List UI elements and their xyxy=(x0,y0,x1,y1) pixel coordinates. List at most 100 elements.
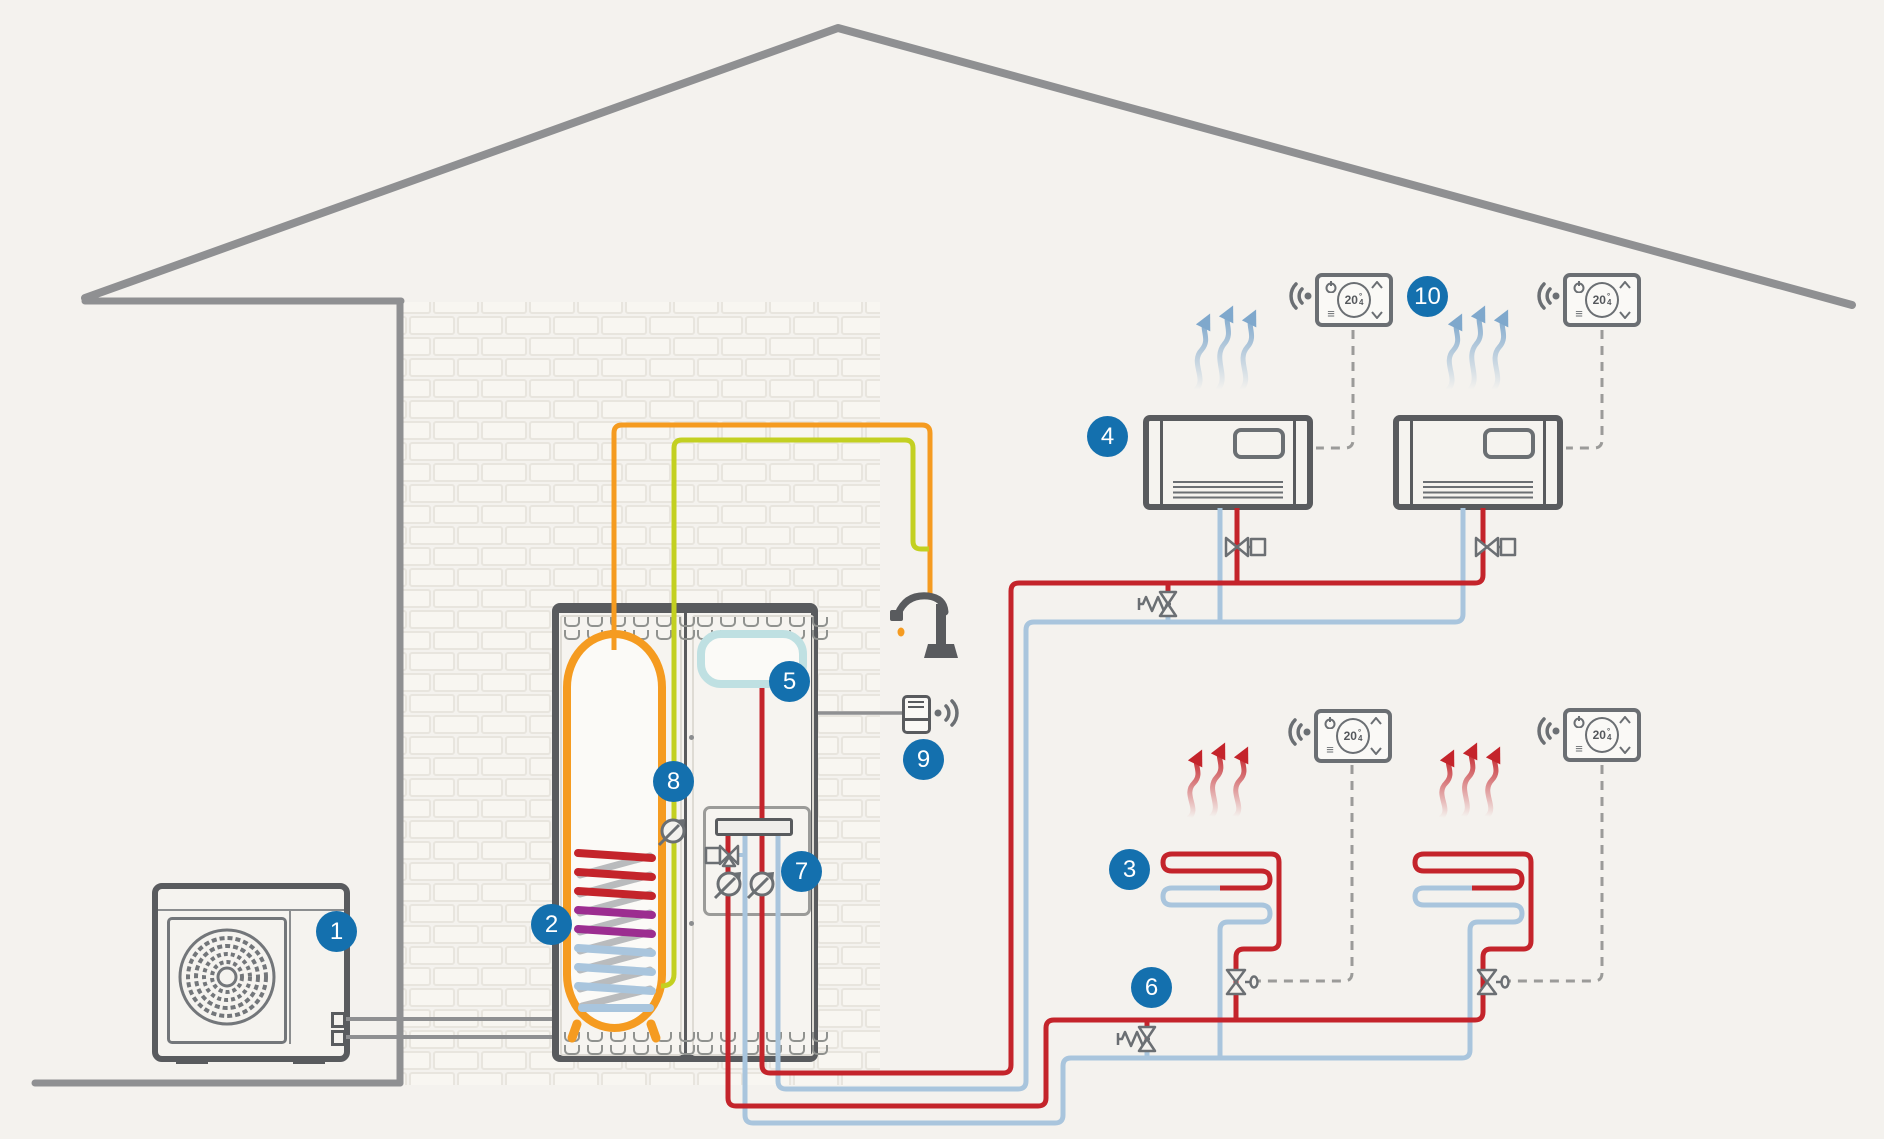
power-icon[interactable] xyxy=(1325,281,1337,293)
fan-coil-unit-2 xyxy=(1393,415,1563,510)
cabinet-divider xyxy=(684,613,687,1055)
thermostat-4[interactable]: ≡ 20 °4 xyxy=(1563,708,1641,762)
gateway-seam xyxy=(905,718,928,721)
temperature-display: 20 °4 xyxy=(1585,282,1619,318)
wireless-icon xyxy=(1537,282,1560,310)
bypass-valve-icon xyxy=(1116,1025,1157,1053)
dhw-hot-pipe xyxy=(611,422,933,650)
pump-icon xyxy=(746,871,775,900)
fan-coil-return-pipe xyxy=(775,508,1466,1092)
valve-icon xyxy=(1224,536,1267,558)
floor-loop-1-supply xyxy=(1160,851,1282,1020)
wireless-icon xyxy=(934,699,959,727)
pump-icon xyxy=(657,818,686,847)
tank-feet xyxy=(567,1019,661,1043)
fan-coil-unit-1 xyxy=(1143,415,1313,510)
gateway-vents xyxy=(908,701,924,709)
cool-arrows-icon xyxy=(1193,305,1257,393)
screw-dot xyxy=(689,921,694,926)
roof-line xyxy=(81,24,1856,309)
refrigerant-port xyxy=(331,1012,346,1028)
temperature-display: 20 °4 xyxy=(1585,717,1619,753)
wireless-icon xyxy=(1537,717,1560,745)
menu-icon[interactable]: ≡ xyxy=(1575,741,1583,756)
chevron-up-icon[interactable] xyxy=(1370,717,1382,725)
wireless-icon xyxy=(1289,282,1312,310)
callout-9-gateway: 9 xyxy=(903,739,944,780)
zone-valve-icon xyxy=(1225,968,1259,996)
vent-slots xyxy=(697,1032,828,1042)
underfloor-return-pipe xyxy=(742,836,1473,1126)
chevron-down-icon[interactable] xyxy=(1371,311,1383,319)
outdoor-heat-pump-unit xyxy=(152,883,350,1062)
thermostat-2[interactable]: ≡ 20 °4 xyxy=(1563,273,1641,327)
fan-coil-louvers xyxy=(1173,481,1283,502)
fan-coil-side-panel xyxy=(1160,421,1163,504)
bypass-valve-icon xyxy=(1137,590,1178,618)
chevron-down-icon[interactable] xyxy=(1370,747,1382,755)
menu-icon[interactable]: ≡ xyxy=(1327,306,1335,321)
callout-1-outdoor-unit: 1 xyxy=(316,911,357,952)
wireless-icons xyxy=(934,282,1560,746)
screw-dot xyxy=(689,735,694,740)
fan-icon xyxy=(178,928,276,1026)
temperature-display: 20 °4 xyxy=(1337,282,1371,318)
air-flow-arrows xyxy=(1186,305,1509,821)
fan-coil-side-panel xyxy=(1410,421,1413,504)
outdoor-unit-top-seam xyxy=(158,909,344,911)
chevron-down-icon[interactable] xyxy=(1619,311,1631,319)
refrigerant-lines xyxy=(346,1017,552,1039)
fan-grille-panel xyxy=(167,917,287,1044)
hydronic-pipes xyxy=(725,508,1534,1126)
cold-water-pipe xyxy=(660,437,929,989)
wireless-icon xyxy=(1288,718,1311,746)
temperature-display: 20 °4 xyxy=(1336,718,1370,754)
heat-arrows-icon xyxy=(1186,742,1249,821)
house-outline xyxy=(31,24,1856,1087)
power-icon[interactable] xyxy=(1573,716,1585,728)
floor-loop-2-return xyxy=(1412,885,1525,931)
callout-7-manifold: 7 xyxy=(781,851,822,892)
thermostat-3[interactable]: ≡ 20 °4 xyxy=(1314,709,1392,763)
valve-icon xyxy=(1474,536,1517,558)
three-way-valve-icon xyxy=(704,844,740,868)
menu-icon[interactable]: ≡ xyxy=(1575,306,1583,321)
outdoor-unit-divider xyxy=(289,909,291,1044)
vent-slots xyxy=(564,1045,695,1055)
power-icon[interactable] xyxy=(1324,717,1336,729)
fan-coil-side-panel xyxy=(1293,421,1296,504)
valve-symbols xyxy=(704,536,1517,1053)
callout-3-floor-heating: 3 xyxy=(1109,849,1150,890)
zone-valve-icon xyxy=(1476,968,1510,996)
fan-coil-louvers xyxy=(1423,481,1533,502)
fan-coil-display xyxy=(1233,428,1285,459)
fan-coil-display xyxy=(1483,428,1535,459)
callout-4-fan-coil: 4 xyxy=(1087,416,1128,457)
manifold-bar xyxy=(715,818,793,836)
callout-2-tank-coil: 2 xyxy=(531,904,572,945)
menu-icon[interactable]: ≡ xyxy=(1326,742,1334,757)
thermostat-1[interactable]: ≡ 20 °4 xyxy=(1315,273,1393,327)
fan-coil-side-panel xyxy=(1543,421,1546,504)
thermostat-control-lines xyxy=(1258,330,1604,983)
floor-loop-1-return xyxy=(1160,885,1273,1056)
pump-symbols xyxy=(657,818,775,900)
cabinet-right-panel xyxy=(692,615,814,1056)
callout-5-vessel: 5 xyxy=(769,661,810,702)
faucet-icon xyxy=(890,592,958,658)
chevron-up-icon[interactable] xyxy=(1619,281,1631,289)
vent-slots xyxy=(564,617,695,627)
callout-10-thermostats: 10 xyxy=(1407,276,1448,317)
tank-heat-exchanger-coil xyxy=(574,849,656,1012)
wireless-gateway xyxy=(902,695,931,734)
callout-8-pump: 8 xyxy=(653,761,694,802)
chevron-up-icon[interactable] xyxy=(1619,716,1631,724)
power-icon[interactable] xyxy=(1573,281,1585,293)
refrigerant-port xyxy=(331,1030,346,1046)
chevron-down-icon[interactable] xyxy=(1619,746,1631,754)
callout-6-zone-valves: 6 xyxy=(1131,967,1172,1008)
chevron-up-icon[interactable] xyxy=(1371,281,1383,289)
heat-arrows-icon xyxy=(1438,742,1501,821)
